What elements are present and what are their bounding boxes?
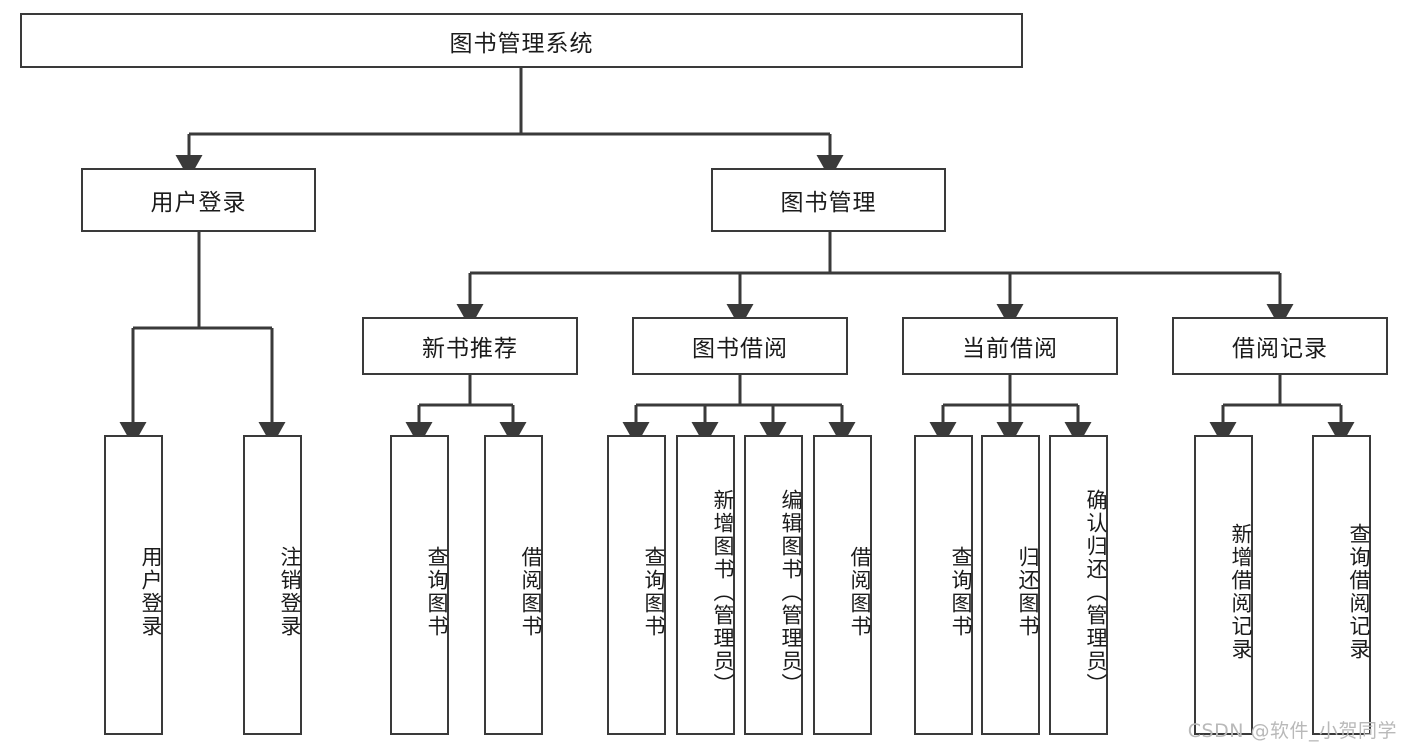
leaf-logout-label: 注销登录 [278, 546, 302, 638]
leaf-cb-return-book-label: 归还图书 [1016, 546, 1040, 638]
leaf-bb-edit-book-admin-label: 编辑图书（管理员） [779, 488, 803, 696]
leaf-bb-borrow-book[interactable]: 借阅图书 [813, 435, 872, 735]
node-current-borrow-label: 当前借阅 [962, 336, 1058, 362]
leaf-br-add-record[interactable]: 新增借阅记录 [1194, 435, 1253, 735]
leaf-nb-query-book[interactable]: 查询图书 [390, 435, 449, 735]
leaf-nb-borrow-book[interactable]: 借阅图书 [484, 435, 543, 735]
leaf-br-add-record-label: 新增借阅记录 [1229, 523, 1253, 661]
leaf-nb-query-book-label: 查询图书 [425, 546, 449, 638]
leaf-bb-add-book-admin[interactable]: 新增图书（管理员） [676, 435, 735, 735]
leaf-bb-query-book[interactable]: 查询图书 [607, 435, 666, 735]
node-book-borrow-label: 图书借阅 [692, 336, 788, 362]
leaf-user-login-label: 用户登录 [139, 546, 163, 638]
leaf-br-query-record-label: 查询借阅记录 [1347, 523, 1371, 661]
leaf-user-login[interactable]: 用户登录 [104, 435, 163, 735]
node-book-management-label: 图书管理 [780, 190, 877, 216]
node-book-borrow[interactable]: 图书借阅 [632, 317, 848, 375]
node-root-system[interactable]: 图书管理系统 [20, 13, 1023, 68]
leaf-cb-query-book-label: 查询图书 [949, 546, 973, 638]
node-user-login-label: 用户登录 [150, 190, 247, 216]
watermark-text: CSDN @软件_小贺同学 [1187, 720, 1397, 742]
node-book-management[interactable]: 图书管理 [711, 168, 946, 232]
leaf-nb-borrow-book-label: 借阅图书 [519, 546, 543, 638]
node-borrow-record-label: 借阅记录 [1232, 336, 1328, 362]
node-borrow-record[interactable]: 借阅记录 [1172, 317, 1388, 375]
leaf-cb-confirm-return-admin-label: 确认归还（管理员） [1084, 488, 1108, 696]
leaf-cb-query-book[interactable]: 查询图书 [914, 435, 973, 735]
leaf-bb-add-book-admin-label: 新增图书（管理员） [711, 488, 735, 696]
leaf-bb-borrow-book-label: 借阅图书 [848, 546, 872, 638]
leaf-bb-edit-book-admin[interactable]: 编辑图书（管理员） [744, 435, 803, 735]
leaf-logout[interactable]: 注销登录 [243, 435, 302, 735]
leaf-br-query-record[interactable]: 查询借阅记录 [1312, 435, 1371, 735]
leaf-bb-query-book-label: 查询图书 [642, 546, 666, 638]
node-new-book-recommend[interactable]: 新书推荐 [362, 317, 578, 375]
node-user-login[interactable]: 用户登录 [81, 168, 316, 232]
node-current-borrow[interactable]: 当前借阅 [902, 317, 1118, 375]
leaf-cb-return-book[interactable]: 归还图书 [981, 435, 1040, 735]
node-root-system-label: 图书管理系统 [449, 30, 594, 57]
node-new-book-recommend-label: 新书推荐 [422, 336, 518, 362]
leaf-cb-confirm-return-admin[interactable]: 确认归还（管理员） [1049, 435, 1108, 735]
